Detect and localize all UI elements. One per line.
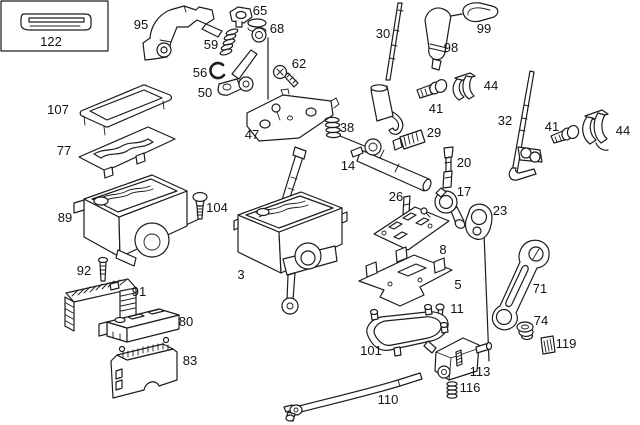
- part-59: [219, 28, 239, 56]
- part-label-99: 99: [477, 21, 491, 36]
- part-label-44: 44: [616, 123, 630, 138]
- part-label-23: 23: [493, 203, 507, 218]
- part-label-83: 83: [183, 353, 197, 368]
- part-label-47: 47: [245, 127, 259, 142]
- part-label-20: 20: [457, 155, 471, 170]
- part-label-44: 44: [484, 78, 498, 93]
- part-label-41: 41: [545, 119, 559, 134]
- part-99: [462, 2, 499, 23]
- leader-38-to-14: [339, 135, 368, 148]
- part-110: [283, 372, 423, 422]
- part-label-65: 65: [253, 3, 267, 18]
- part-92: [97, 256, 109, 282]
- part-label-68: 68: [270, 21, 284, 36]
- part-label-80: 80: [179, 314, 193, 329]
- part-label-122: 122: [40, 34, 62, 49]
- part-5: [358, 246, 453, 307]
- part-label-71: 71: [533, 281, 547, 296]
- part-label-3: 3: [237, 267, 244, 282]
- part-91: [64, 278, 137, 332]
- part-38: [324, 116, 342, 139]
- part-41-upper: [416, 79, 448, 99]
- part-label-32: 32: [498, 113, 512, 128]
- part-65: [229, 6, 253, 28]
- part-label-59: 59: [204, 37, 218, 52]
- part-label-11: 11: [450, 301, 464, 316]
- part-label-74: 74: [534, 313, 548, 328]
- part-119: [540, 335, 556, 355]
- part-83: [110, 336, 178, 399]
- part-label-119: 119: [556, 336, 577, 351]
- leader-23-to-113: [483, 232, 490, 362]
- part-23: [464, 203, 493, 240]
- part-14: [350, 138, 432, 192]
- part-29: [392, 129, 426, 151]
- part-68: [247, 18, 267, 43]
- part-label-41: 41: [429, 101, 443, 116]
- part-label-26: 26: [389, 189, 403, 204]
- part-50: [217, 49, 258, 96]
- part-label-91: 91: [132, 284, 146, 299]
- part-label-110: 110: [378, 392, 399, 407]
- part-107: [79, 84, 173, 136]
- part-label-101: 101: [360, 343, 382, 358]
- part-44-right: [582, 109, 609, 151]
- part-47: [246, 88, 340, 142]
- part-label-29: 29: [427, 125, 441, 140]
- part-label-17: 17: [457, 184, 471, 199]
- part-label-89: 89: [58, 210, 72, 225]
- part-label-50: 50: [198, 85, 212, 100]
- part-62: [272, 64, 299, 88]
- part-95: [142, 5, 223, 61]
- part-label-107: 107: [47, 102, 69, 117]
- part-20: [442, 146, 454, 189]
- part-17: [434, 187, 466, 229]
- part-44-upper: [452, 72, 476, 101]
- part-label-56: 56: [193, 65, 207, 80]
- inset-box: [0, 0, 109, 52]
- part-30: [370, 2, 404, 135]
- part-label-92: 92: [77, 263, 91, 278]
- part-8: [373, 206, 450, 251]
- part-label-62: 62: [292, 56, 306, 71]
- part-label-14: 14: [341, 158, 355, 173]
- part-label-95: 95: [134, 17, 148, 32]
- part-label-30: 30: [376, 26, 390, 41]
- part-label-116: 116: [460, 380, 481, 395]
- part-113: [423, 337, 493, 381]
- part-41-right: [550, 124, 580, 144]
- part-label-38: 38: [340, 120, 354, 135]
- part-label-104: 104: [206, 200, 228, 215]
- part-label-113: 113: [470, 364, 491, 379]
- part-71: [491, 239, 550, 331]
- part-80: [98, 308, 180, 343]
- part-74: [516, 321, 534, 341]
- part-3: [233, 146, 348, 315]
- part-label-5: 5: [454, 277, 461, 292]
- part-89: [73, 174, 188, 267]
- part-98: [424, 7, 452, 71]
- part-77: [78, 126, 176, 179]
- part-32: [508, 70, 543, 181]
- part-56: [209, 61, 226, 80]
- part-label-8: 8: [439, 242, 446, 257]
- part-104: [192, 191, 208, 220]
- part-116: [446, 381, 458, 399]
- part-label-77: 77: [57, 143, 71, 158]
- part-label-98: 98: [444, 40, 458, 55]
